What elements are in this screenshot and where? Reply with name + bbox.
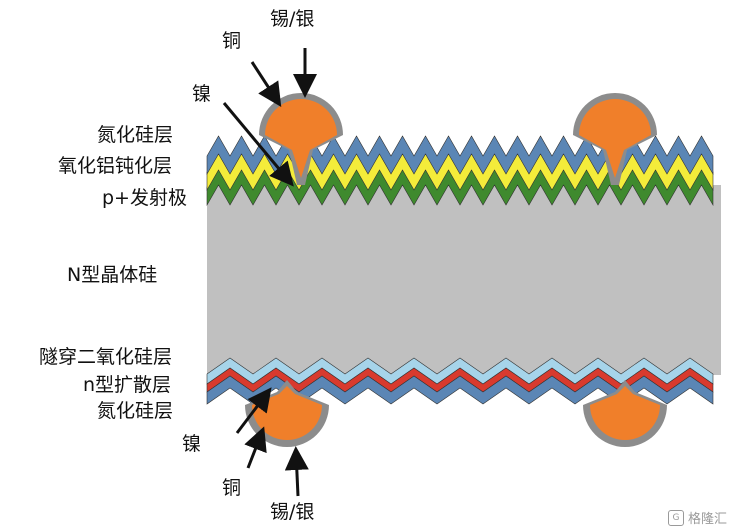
top-contact-right xyxy=(573,93,657,185)
arrow-top-nickel xyxy=(222,102,294,187)
label-n-silicon: N型晶体硅 xyxy=(67,264,158,286)
label-bottom-tin-silver: 锡/银 xyxy=(270,501,315,523)
top-contact-right-copper xyxy=(579,99,651,178)
watermark-logo-icon: G xyxy=(667,509,684,526)
label-tunnel-oxide: 隧穿二氧化硅层 xyxy=(39,346,173,368)
arrow-top-copper xyxy=(250,61,282,108)
n-silicon-bulk xyxy=(207,185,721,375)
label-top-copper: 铜 xyxy=(222,30,242,52)
arrow-bottom-copper xyxy=(244,426,267,469)
label-p-emitter: p+发射极 xyxy=(102,187,187,209)
label-top-tin-silver: 锡/银 xyxy=(270,8,315,30)
top-contact-left-copper xyxy=(265,99,337,178)
top-silicon-nitride-layer xyxy=(206,135,714,176)
arrow-bottom-nickel xyxy=(235,387,272,434)
bottom-silicon-nitride-layer xyxy=(206,375,714,405)
bottom-contact-right-copper xyxy=(590,386,660,440)
label-top-nickel: 镍 xyxy=(192,83,212,105)
watermark: G 格隆汇 xyxy=(667,508,727,527)
bottom-contact-right xyxy=(583,380,667,447)
top-contact-left xyxy=(259,93,343,185)
arrow-bottom-tin-silver xyxy=(284,446,309,497)
label-bottom-silicon-nitride: 氮化硅层 xyxy=(97,400,174,422)
label-aluminum-oxide: 氧化铝钝化层 xyxy=(58,155,173,177)
label-n-diffusion: n型扩散层 xyxy=(83,374,172,396)
watermark-text: 格隆汇 xyxy=(687,512,727,527)
label-bottom-nickel: 镍 xyxy=(182,433,202,455)
label-top-silicon-nitride: 氮化硅层 xyxy=(97,124,174,146)
label-bottom-copper: 铜 xyxy=(222,477,242,499)
